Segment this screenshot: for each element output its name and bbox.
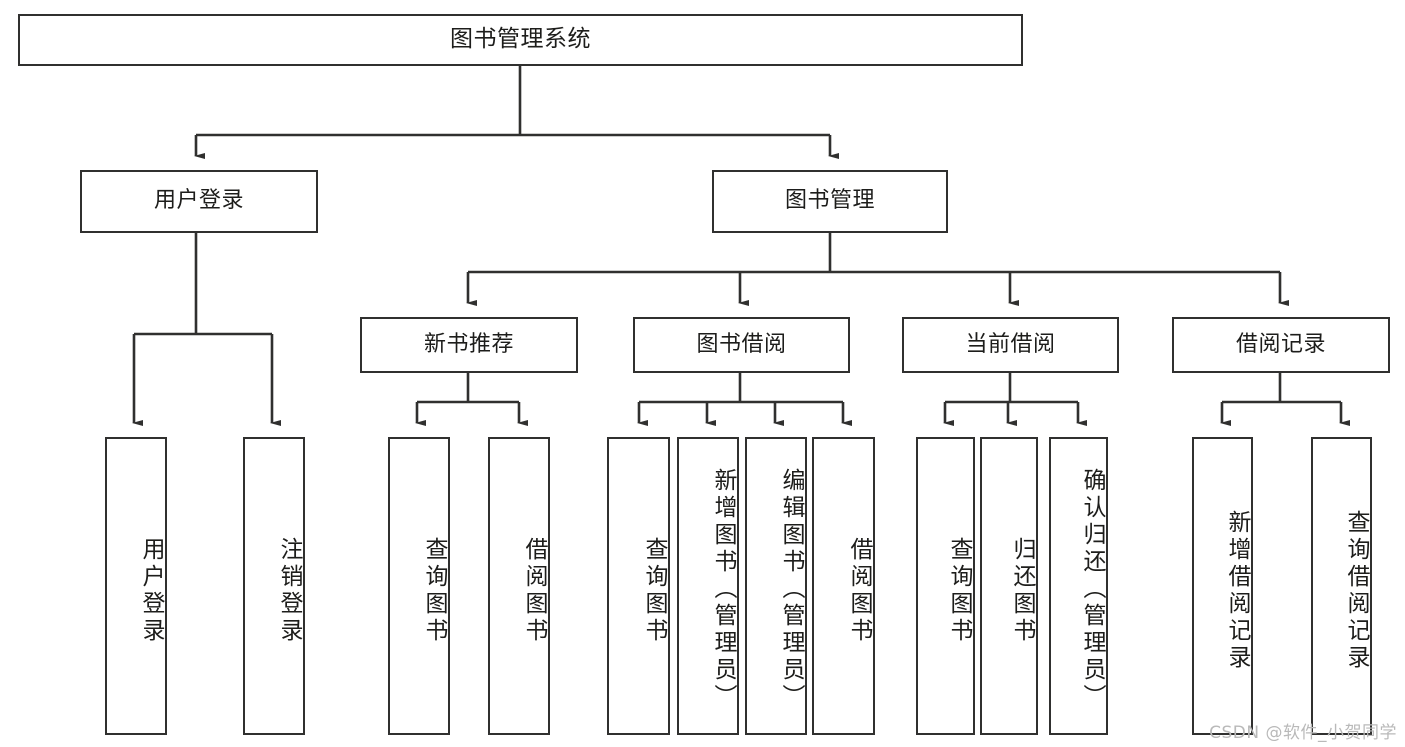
leaf-book-borrow-add[interactable]: 新增图书（管理员） <box>677 437 739 735</box>
node-user-login[interactable]: 用户登录 <box>80 170 318 233</box>
node-label: 编辑图书（管理员） <box>778 467 804 711</box>
node-label: 新书推荐 <box>423 331 514 357</box>
leaf-current-borrow-query[interactable]: 查询图书 <box>916 437 975 735</box>
node-label: 查询图书 <box>946 537 972 645</box>
node-label: 用户登录 <box>138 537 164 645</box>
leaf-borrow-record-query[interactable]: 查询借阅记录 <box>1311 437 1372 735</box>
leaf-new-book-borrow[interactable]: 借阅图书 <box>488 437 550 735</box>
node-new-book-recommend[interactable]: 新书推荐 <box>360 317 578 373</box>
leaf-book-borrow-borrow[interactable]: 借阅图书 <box>812 437 875 735</box>
node-label: 借阅记录 <box>1235 331 1326 357</box>
node-book-borrow[interactable]: 图书借阅 <box>633 317 850 373</box>
node-label: 查询图书 <box>421 537 447 645</box>
node-book-management[interactable]: 图书管理 <box>712 170 948 233</box>
leaf-current-borrow-return[interactable]: 归还图书 <box>980 437 1038 735</box>
node-root-system[interactable]: 图书管理系统 <box>18 14 1023 66</box>
node-borrow-record[interactable]: 借阅记录 <box>1172 317 1390 373</box>
node-label: 新增图书（管理员） <box>710 467 736 711</box>
leaf-borrow-record-add[interactable]: 新增借阅记录 <box>1192 437 1253 735</box>
node-label: 借阅图书 <box>846 537 872 645</box>
node-current-borrow[interactable]: 当前借阅 <box>902 317 1119 373</box>
csdn-watermark: CSDN @软件_小贺同学 <box>1209 723 1397 743</box>
node-label: 归还图书 <box>1009 537 1035 645</box>
node-label: 新增借阅记录 <box>1224 510 1250 672</box>
leaf-book-borrow-query[interactable]: 查询图书 <box>607 437 670 735</box>
leaf-user-login-login[interactable]: 用户登录 <box>105 437 167 735</box>
node-label: 图书借阅 <box>696 331 787 357</box>
node-label: 查询图书 <box>641 537 667 645</box>
leaf-new-book-query[interactable]: 查询图书 <box>388 437 450 735</box>
node-label: 注销登录 <box>276 537 302 645</box>
node-label: 图书管理 <box>784 188 875 214</box>
leaf-current-borrow-confirm-return[interactable]: 确认归还（管理员） <box>1049 437 1108 735</box>
node-label: 查询借阅记录 <box>1343 510 1369 672</box>
node-label: 用户登录 <box>153 188 244 214</box>
node-label: 当前借阅 <box>965 331 1056 357</box>
node-label: 图书管理系统 <box>450 26 591 53</box>
leaf-user-login-logout[interactable]: 注销登录 <box>243 437 305 735</box>
leaf-book-borrow-edit[interactable]: 编辑图书（管理员） <box>745 437 807 735</box>
node-label: 确认归还（管理员） <box>1079 467 1105 711</box>
node-label: 借阅图书 <box>521 537 547 645</box>
